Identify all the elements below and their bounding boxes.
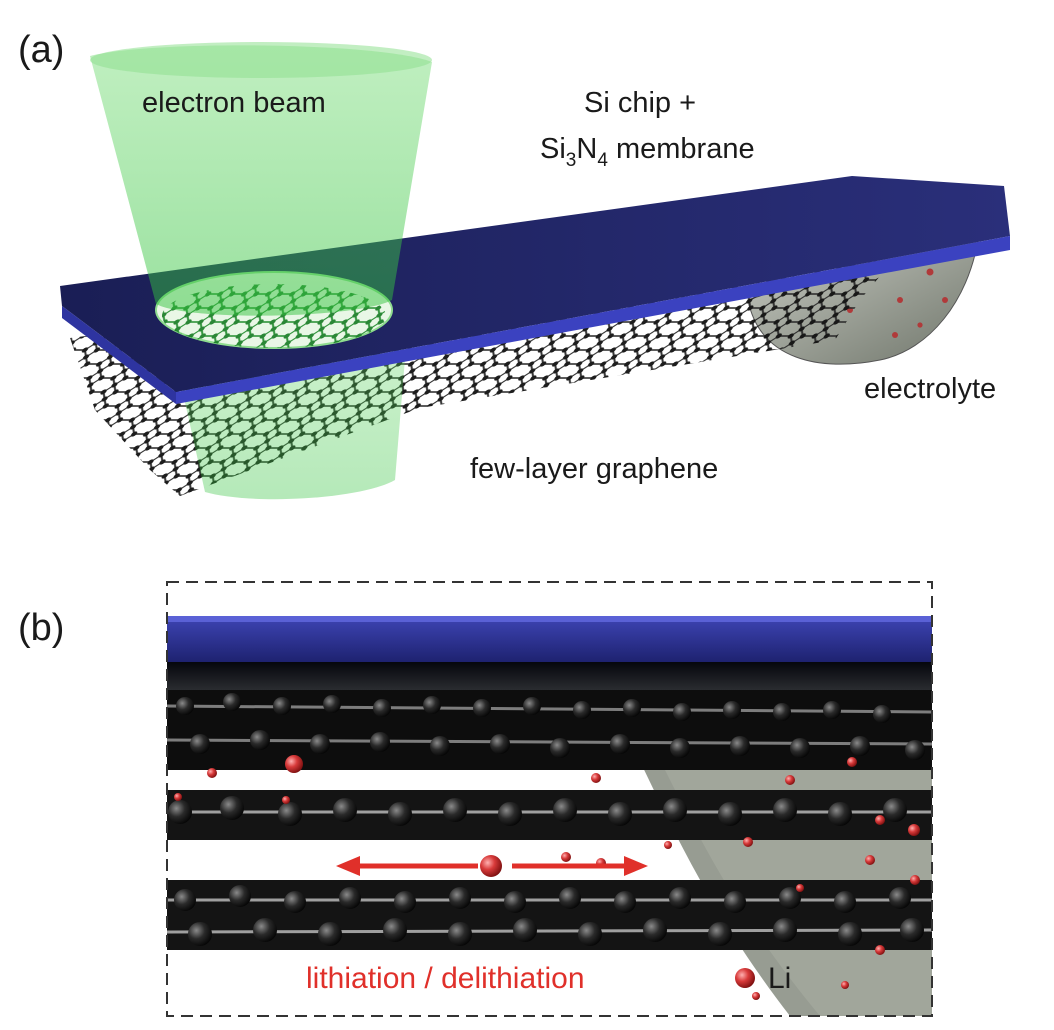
panel-b: (b)	[18, 581, 933, 1017]
lithiation-label: lithiation / delithiation	[306, 962, 585, 995]
graphene-layer-1	[167, 690, 932, 770]
graphene-layer-3	[167, 880, 932, 950]
legend: Li	[735, 962, 791, 995]
panel-a-label: (a)	[18, 29, 64, 71]
electron-beam-top-rim	[90, 42, 432, 78]
electrolyte-label: electrolyte	[864, 373, 996, 405]
migrating-li-ion	[480, 855, 502, 877]
panel-b-label: (b)	[18, 607, 64, 649]
graphene-label: few-layer graphene	[470, 453, 718, 485]
graphene-layer-2	[167, 790, 932, 840]
si-chip-label-line2: Si3N4 membrane	[540, 133, 755, 171]
panel-b-frame	[166, 581, 933, 1017]
electron-beam-label: electron beam	[142, 87, 326, 119]
electron-beam-cone	[90, 45, 432, 316]
lithiation-arrows	[336, 856, 648, 876]
membrane-cross-section	[167, 616, 932, 662]
panel-a: (a) electron beam Si chi	[18, 29, 1010, 500]
si-chip-label-line1: Si chip +	[584, 87, 696, 119]
legend-li-marker	[735, 968, 755, 988]
legend-li-label: Li	[768, 962, 791, 995]
